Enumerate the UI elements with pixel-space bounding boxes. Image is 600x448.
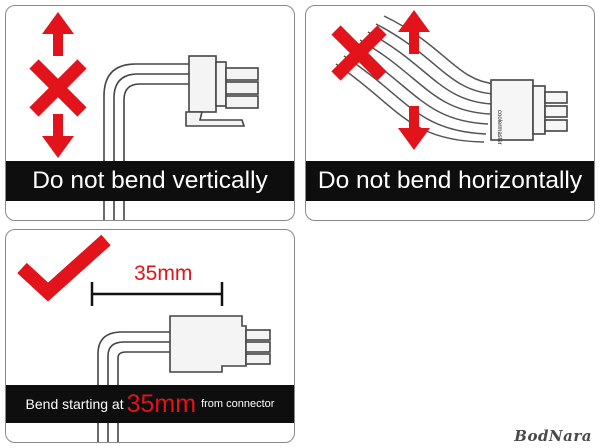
- caption-banner: Bend starting at 35mm from connector: [6, 385, 294, 423]
- cross-icon: [29, 59, 87, 117]
- horizontal-bend-illustration: coolermaster: [331, 10, 568, 150]
- measurement-label: 35mm: [134, 262, 193, 285]
- cable-wires: [97, 331, 172, 442]
- check-icon: [17, 234, 111, 302]
- arrow-up-icon: [42, 12, 74, 56]
- caption-text: Do not bend vertically: [32, 167, 268, 194]
- arrow-up-icon: [398, 10, 430, 54]
- panel-correct-bend: 35mm Bend starting at 35mm from connecto…: [5, 229, 295, 443]
- panel-do-not-bend-vertically: Do not bend vertically: [5, 5, 295, 221]
- correct-bend-illustration: [17, 234, 271, 442]
- connector: [490, 79, 568, 141]
- watermark: BodNara: [514, 427, 592, 445]
- arrow-down-icon: [398, 106, 430, 150]
- dimension-line: [90, 282, 224, 306]
- caption-banner: Do not bend vertically: [6, 161, 294, 201]
- caption-prefix: Bend starting at: [25, 396, 124, 412]
- cross-icon: [331, 25, 387, 81]
- caption-text: Do not bend horizontally: [317, 167, 583, 194]
- caption-suffix: from connector: [201, 398, 275, 410]
- cable-wires: [103, 63, 189, 220]
- arrow-down-icon: [42, 114, 74, 158]
- caption-banner: Do not bend horizontally: [306, 161, 594, 201]
- panel-do-not-bend-horizontally: coolermaster Do not bend horizontally: [305, 5, 595, 221]
- connector: [169, 315, 271, 373]
- caption-highlight: 35mm: [126, 389, 197, 418]
- connector: [185, 55, 259, 127]
- vertical-bend-illustration: [29, 12, 259, 220]
- connector-brand-label: coolermaster: [496, 110, 502, 145]
